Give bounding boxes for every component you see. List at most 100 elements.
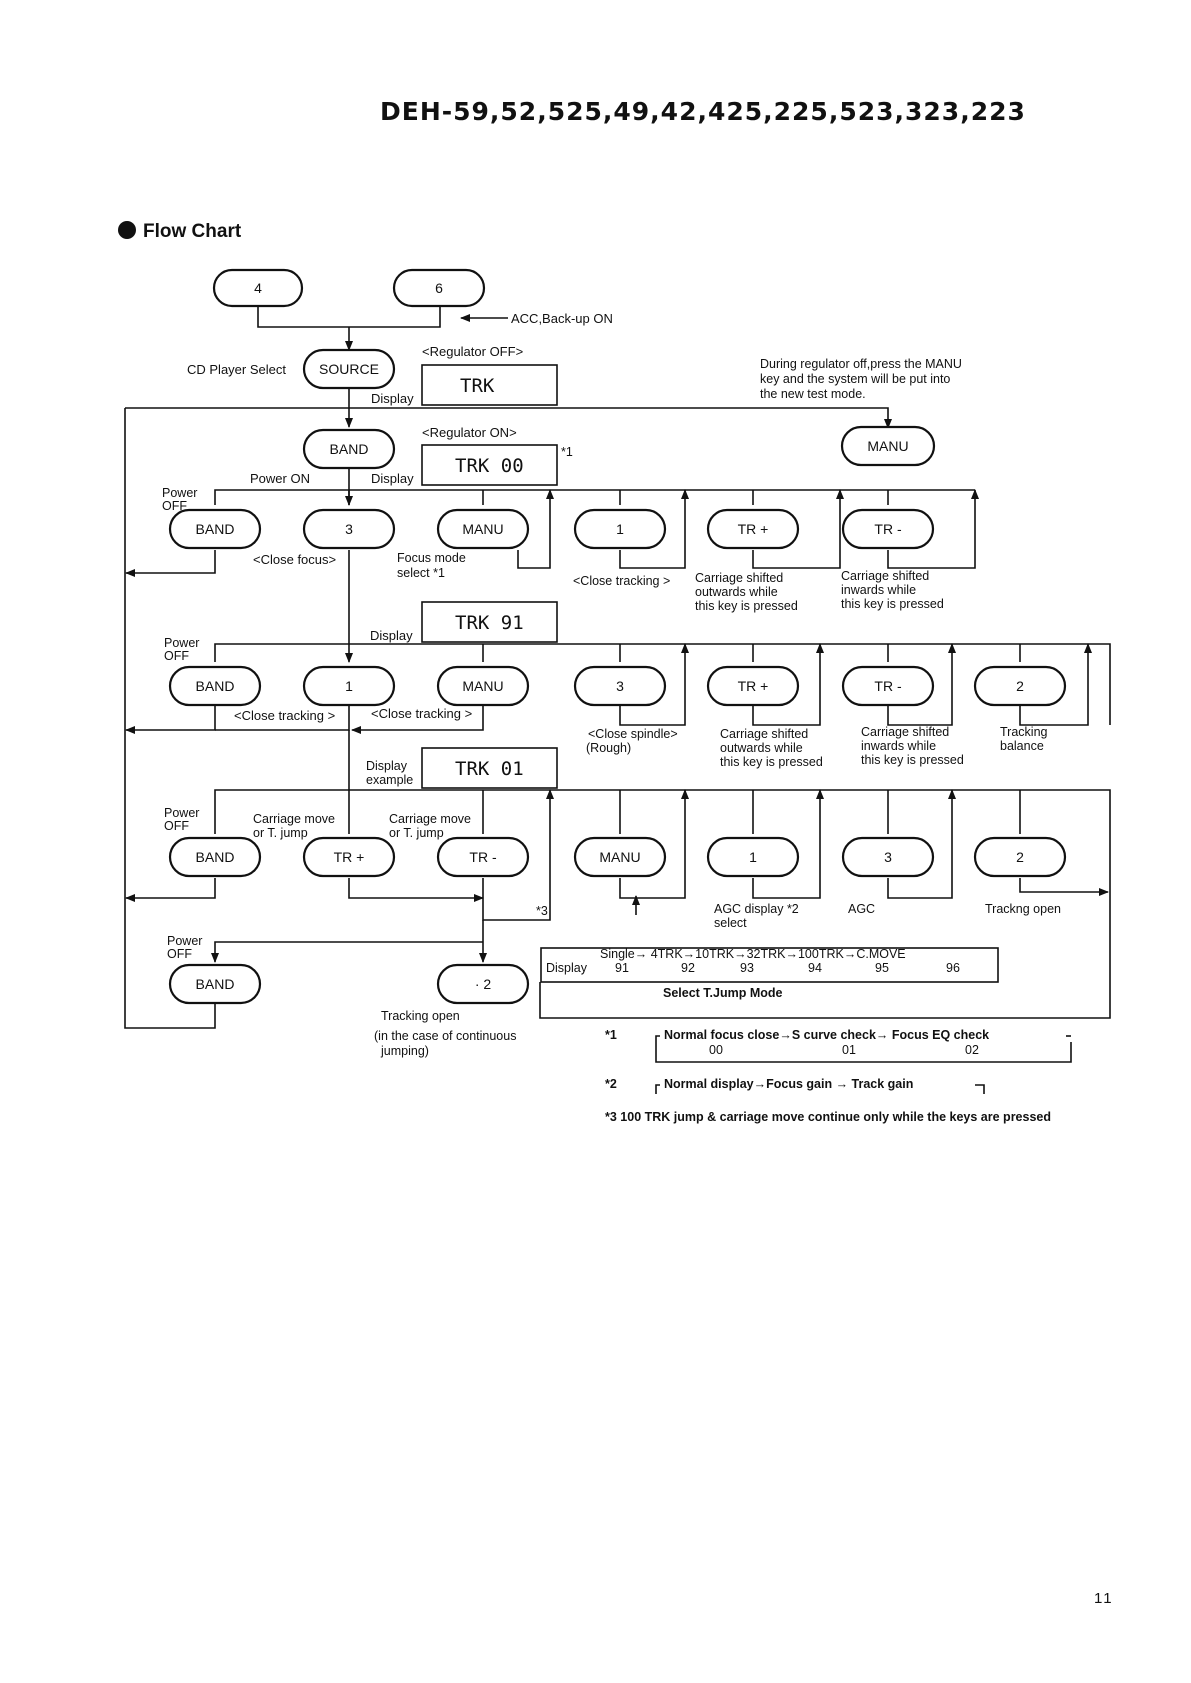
key-1[interactable]: 1 [302, 665, 396, 707]
page-number: 11 [1094, 1590, 1114, 1607]
key-manu[interactable]: MANU [436, 508, 530, 550]
key-manu-top[interactable]: MANU [840, 425, 936, 467]
display-label: Display [371, 391, 414, 406]
key-manu[interactable]: MANU [573, 836, 667, 878]
tracking-open-label: Trackng open [985, 902, 1061, 916]
key-3[interactable]: 3 [302, 508, 396, 550]
close-spindle-label: <Close spindle> [588, 727, 678, 741]
power-off-label: OFF [162, 499, 187, 513]
footnote-3-text: *3 100 TRK jump & carriage move continue… [605, 1110, 1051, 1124]
svg-text:TR +: TR + [738, 521, 769, 537]
tjump-code: 95 [875, 961, 889, 975]
tjump-sequence: Single→ 4TRK→10TRK→32TRK→100TRK→C.MOVE [600, 947, 906, 961]
agc-display-label: select [714, 916, 747, 930]
display-label: Display [371, 471, 414, 486]
agc-display-label: AGC display *2 [714, 902, 799, 916]
carriage-in-label: this key is pressed [841, 597, 944, 611]
key-2[interactable]: 2 [973, 665, 1067, 707]
key-tr-minus[interactable]: TR - [841, 665, 935, 707]
key-band[interactable]: BAND [168, 508, 262, 550]
svg-text:TR +: TR + [334, 849, 365, 865]
carriage-out-label: Carriage shifted [695, 571, 783, 585]
svg-text:3: 3 [884, 849, 892, 865]
svg-text:3: 3 [345, 521, 353, 537]
footnote-1-mark: *1 [605, 1028, 617, 1042]
footnote-1-code: 01 [842, 1043, 856, 1057]
display-example-label: Display [366, 759, 408, 773]
svg-text:BAND: BAND [196, 976, 235, 992]
carriage-out-label: this key is pressed [695, 599, 798, 613]
svg-text:TRK 01: TRK 01 [455, 758, 524, 780]
key-manu[interactable]: MANU [436, 665, 530, 707]
key-source[interactable]: SOURCE [302, 348, 396, 390]
key-1[interactable]: 1 [706, 836, 800, 878]
agc-label: AGC [848, 902, 875, 916]
key-tr-plus[interactable]: TR + [706, 508, 800, 550]
svg-text:BAND: BAND [196, 521, 235, 537]
close-tracking-label: <Close tracking > [234, 708, 335, 723]
svg-text:2: 2 [1016, 849, 1024, 865]
key-band[interactable]: BAND [168, 665, 262, 707]
svg-text:1: 1 [345, 678, 353, 694]
svg-text:1: 1 [616, 521, 624, 537]
carriage-in-label: inwards while [841, 583, 916, 597]
svg-text:BAND: BAND [330, 441, 369, 457]
svg-text:MANU: MANU [867, 438, 908, 454]
footnote-1-text: Normal focus close→S curve check→ Focus … [664, 1028, 989, 1042]
key-4[interactable]: 4 [212, 268, 304, 308]
key-6[interactable]: 6 [392, 268, 486, 308]
key-2[interactable]: 2 [973, 836, 1067, 878]
tjump-code: 91 [615, 961, 629, 975]
svg-text:SOURCE: SOURCE [319, 361, 379, 377]
key-3[interactable]: 3 [841, 836, 935, 878]
footnote-2-text: Normal display→Focus gain → Track gain [664, 1077, 913, 1091]
key-3[interactable]: 3 [573, 665, 667, 707]
key-tr-plus[interactable]: TR + [706, 665, 800, 707]
key-1[interactable]: 1 [573, 508, 667, 550]
key-band[interactable]: BAND [168, 963, 262, 1005]
svg-text:TRK 91: TRK 91 [455, 612, 524, 634]
svg-text:MANU: MANU [462, 678, 503, 694]
close-tracking-label: <Close tracking > [371, 706, 472, 721]
key-band[interactable]: BAND [168, 836, 262, 878]
svg-text:TR -: TR - [469, 849, 497, 865]
key-tr-minus[interactable]: TR - [436, 836, 530, 878]
tjump-code: 94 [808, 961, 822, 975]
labels: ACC,Back-up ON CD Player Select <Regulat… [162, 311, 1061, 1058]
carriage-in-label: this key is pressed [861, 753, 964, 767]
tjump-code: 93 [740, 961, 754, 975]
power-on-label: Power ON [250, 471, 310, 486]
key-2[interactable]: · 2 [436, 963, 530, 1005]
carriage-out-label: outwards while [695, 585, 778, 599]
tracking-balance-label: balance [1000, 739, 1044, 753]
svg-text:TR -: TR - [874, 678, 902, 694]
display-example-label: example [366, 773, 413, 787]
svg-text:MANU: MANU [599, 849, 640, 865]
footnote-mark-3: *3 [536, 904, 548, 918]
carriage-move-label: Carriage move [253, 812, 335, 826]
svg-text:2: 2 [1016, 678, 1024, 694]
svg-text:TR +: TR + [738, 678, 769, 694]
footnote-1-code: 00 [709, 1043, 723, 1057]
svg-text:3: 3 [616, 678, 624, 694]
key-band[interactable]: BAND [302, 428, 396, 470]
carriage-move-label: Carriage move [389, 812, 471, 826]
carriage-out-label: outwards while [720, 741, 803, 755]
svg-text:BAND: BAND [196, 678, 235, 694]
carriage-out-label: this key is pressed [720, 755, 823, 769]
display-regulator-on: TRK 00 [421, 444, 558, 486]
key-tr-minus[interactable]: TR - [841, 508, 935, 550]
tjump-code: 96 [946, 961, 960, 975]
tjump-code: 92 [681, 961, 695, 975]
display-label: Display [370, 628, 413, 643]
focus-mode-label: Focus mode [397, 551, 466, 565]
svg-text:TRK 00: TRK 00 [455, 455, 524, 477]
footnote-1-code: 02 [965, 1043, 979, 1057]
key-tr-plus[interactable]: TR + [302, 836, 396, 878]
display-trk-91: TRK 91 [421, 601, 558, 643]
power-off-label: OFF [167, 947, 192, 961]
manu-note-line2: key and the system will be put into [760, 372, 950, 386]
connector-lines [124, 306, 1111, 1029]
footnote-2-mark: *2 [605, 1077, 617, 1091]
